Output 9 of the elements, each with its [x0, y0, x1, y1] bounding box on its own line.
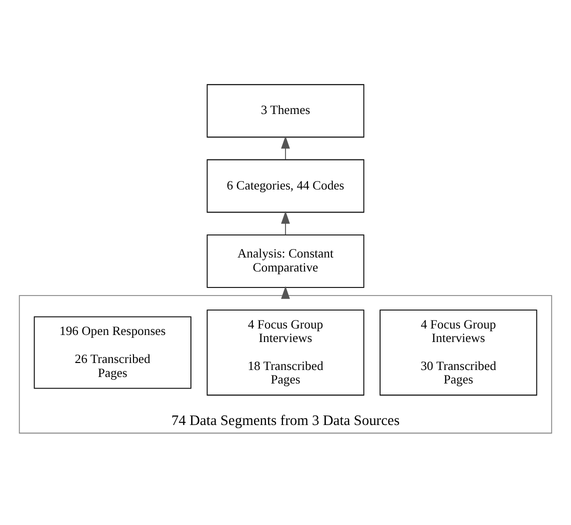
node-box: Analysis: Constant Comparative — [206, 234, 364, 288]
node-box: 3 Themes — [206, 84, 364, 138]
node-box: 196 Open Responses 26 Transcribed Pages — [34, 316, 192, 389]
arrow — [281, 211, 290, 236]
arrow — [281, 286, 290, 299]
arrow — [281, 136, 290, 160]
node-box: 4 Focus Group Interviews 18 Transcribed Pages — [206, 310, 364, 396]
node-box: 4 Focus Group Interviews 30 Transcribed Pages — [380, 310, 538, 396]
node-box: 6 Categories, 44 Codes — [206, 159, 364, 213]
